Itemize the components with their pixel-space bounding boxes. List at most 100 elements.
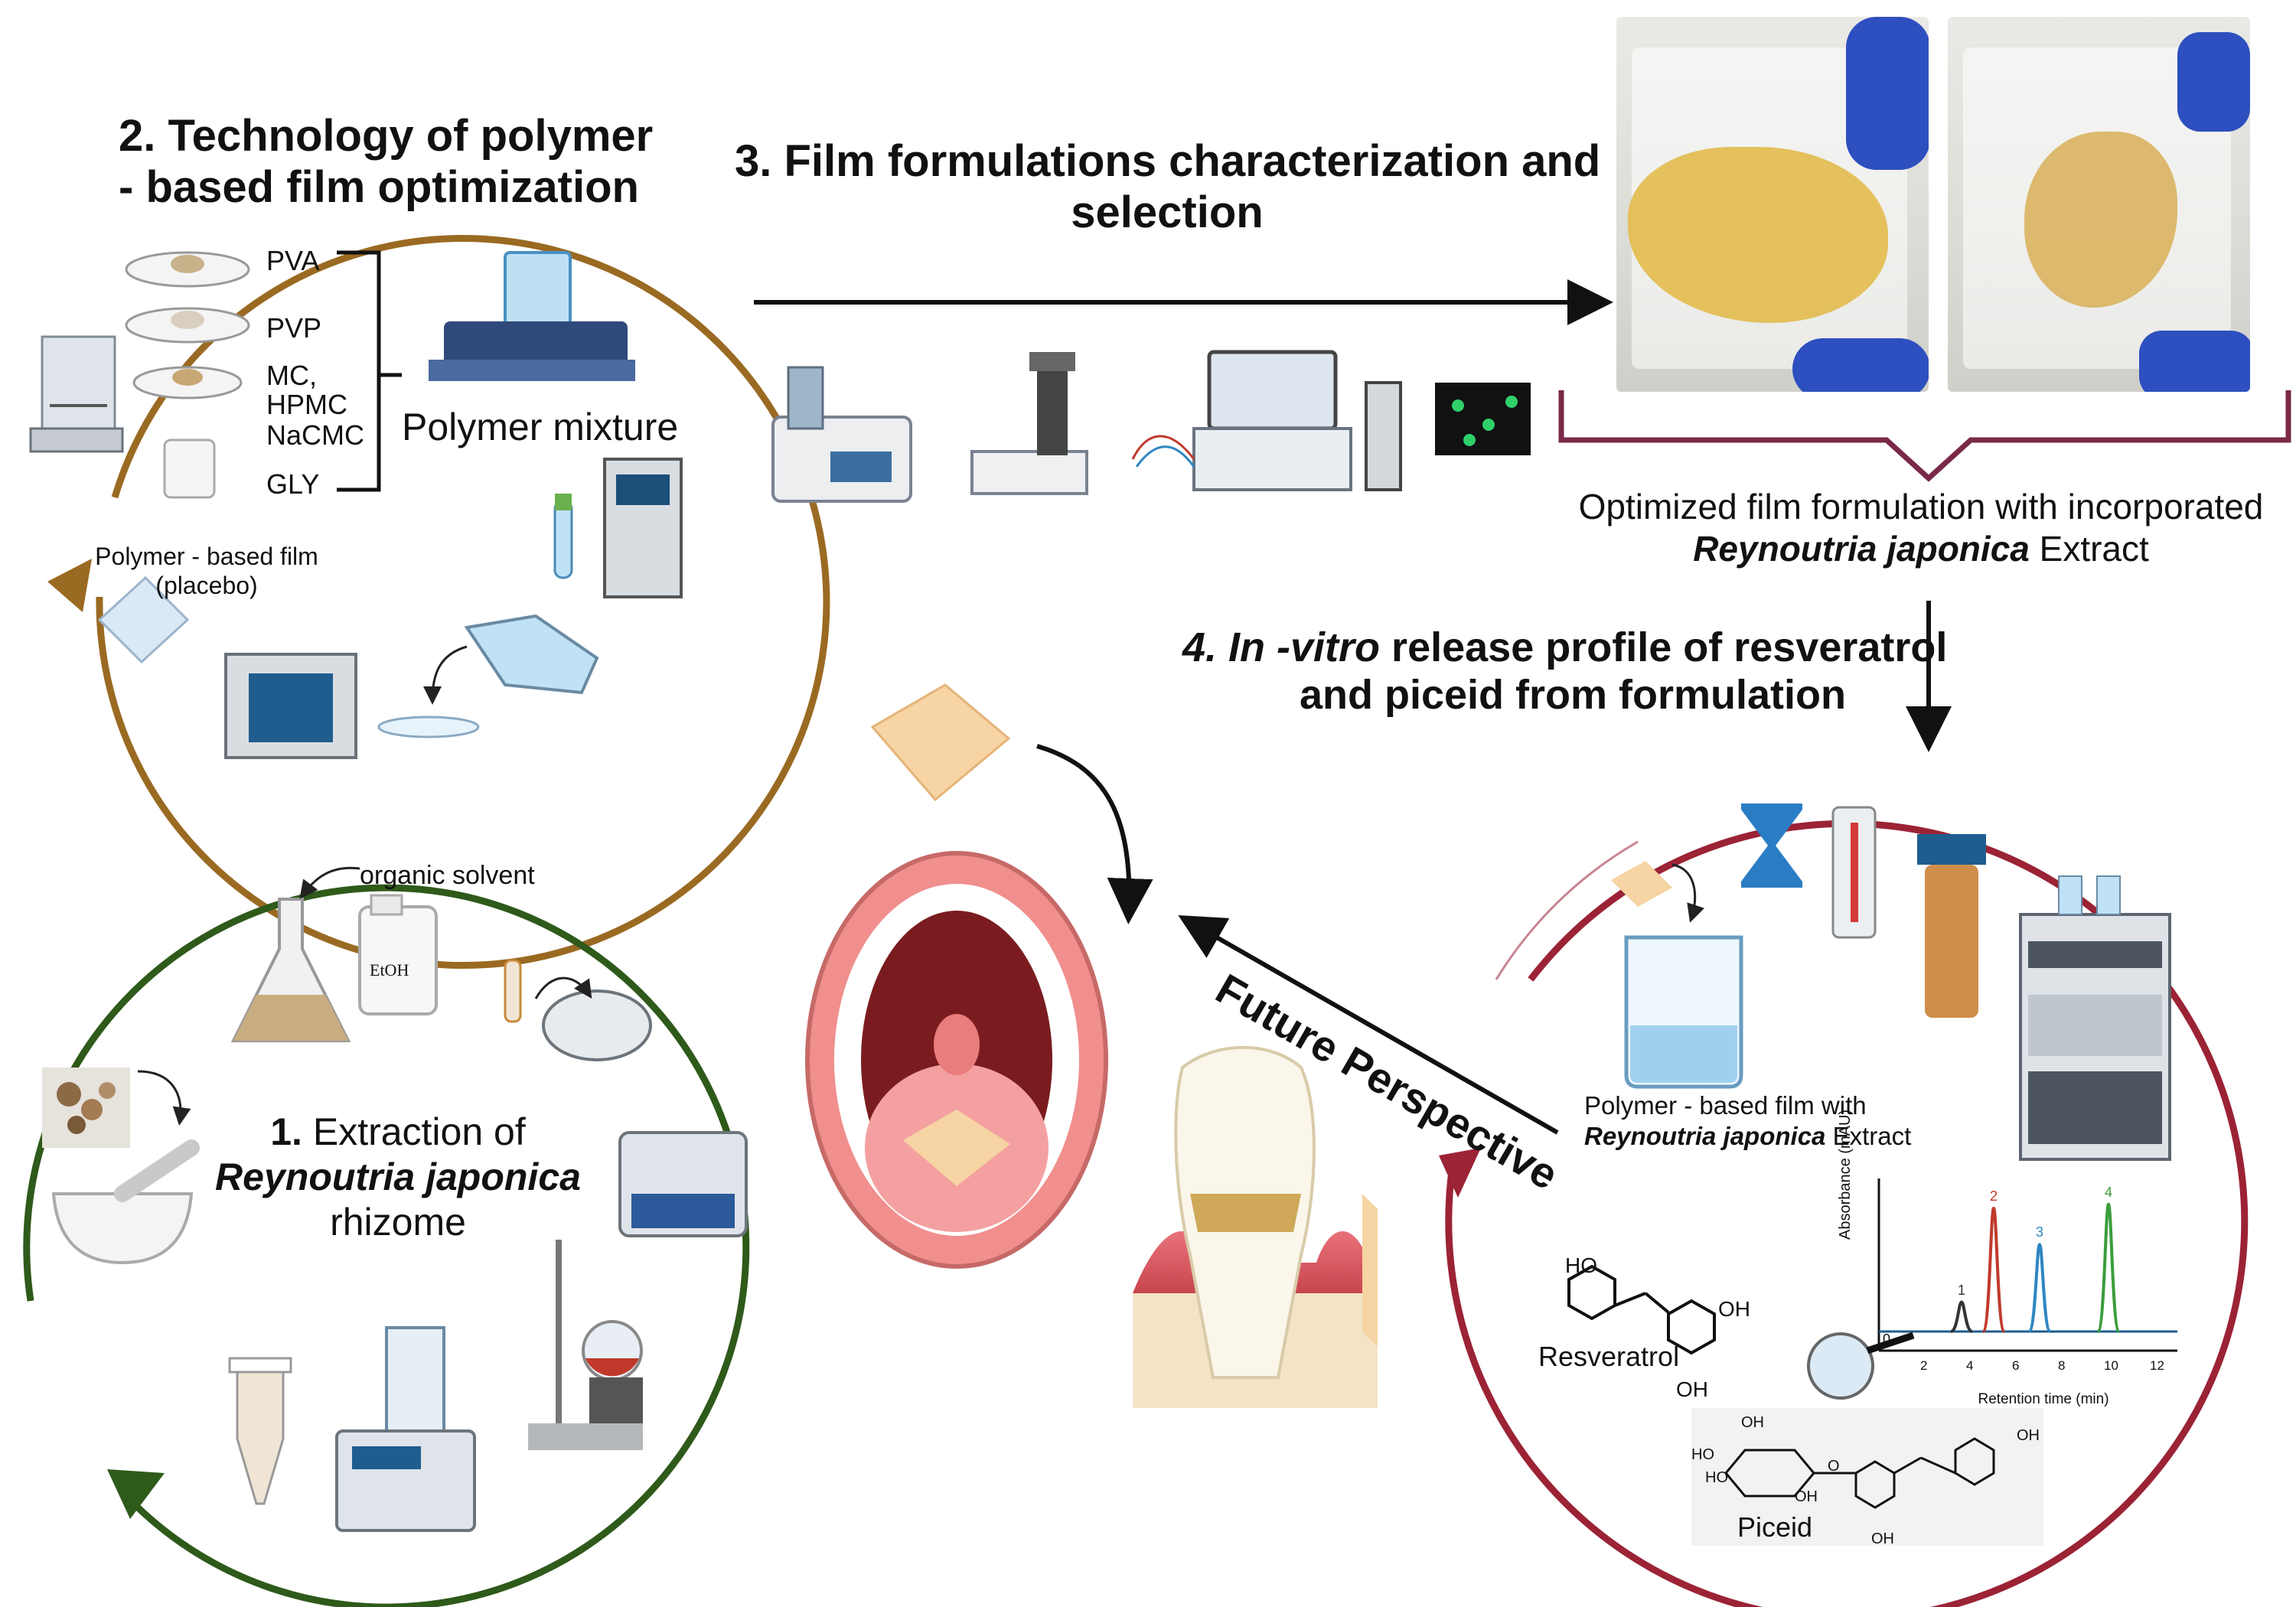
chromatogram-peak-label: 1 — [1958, 1282, 1966, 1298]
chromatogram-peak — [1981, 1206, 2006, 1333]
step2-arrowhead — [47, 559, 92, 612]
chromatogram-xtick: 6 — [2012, 1358, 2020, 1373]
rotary-evaporator-icon — [528, 1240, 643, 1450]
mouth-illustration — [805, 851, 1108, 1269]
chromatogram-xtick: 10 — [2104, 1358, 2118, 1373]
polymer-hpmc: HPMC — [266, 389, 347, 420]
step4-film-label-line1: Polymer - based film with — [1584, 1091, 1867, 1120]
step3-title-line2: selection — [1071, 187, 1264, 237]
step2-title: 2. Technology of polymer - based film op… — [119, 111, 654, 213]
polymer-mc: MC, — [266, 360, 317, 391]
arrow-future — [1178, 915, 1559, 1135]
optimized-film-label-line1: Optimized film formulation with incorpor… — [1578, 487, 2264, 526]
balance-icon — [29, 335, 124, 453]
film-photo-right — [1948, 17, 2250, 392]
piceid-ho-lower-label: HO — [1705, 1469, 1728, 1486]
chromatogram-xtick: 12 — [2150, 1358, 2164, 1373]
tooth-illustration — [1133, 1045, 1378, 1408]
photo-bracket — [1558, 390, 2291, 482]
step1-title-species: Reynoutria japonica — [215, 1156, 581, 1198]
step1-title-line1: 1. Extraction of — [184, 1110, 612, 1155]
chromatogram-xtick: 4 — [1966, 1358, 1974, 1373]
chromatogram-peak-label: 2 — [1990, 1188, 1998, 1204]
piceid-oh-mid-label: OH — [1795, 1488, 1818, 1505]
film-patch — [870, 683, 1011, 802]
optimized-film-species: Reynoutria japonica — [1693, 529, 2030, 569]
chromatogram-peak-label: 4 — [2105, 1184, 2113, 1200]
polymer-pvp: PVP — [266, 312, 322, 344]
step2-cycle — [47, 235, 830, 969]
placebo-film-label: Polymer - based film (placebo) — [92, 542, 321, 601]
optimized-film-label-line2: Reynoutria japonica Extract — [1546, 528, 2296, 570]
computer-icon — [1131, 350, 1352, 491]
vial-icon — [1917, 834, 1986, 1018]
piceid-oh-top-label: OH — [1741, 1414, 1764, 1431]
step4-film-suffix: Extract — [1825, 1121, 1912, 1150]
polymer-gly: GLY — [266, 468, 320, 500]
piceid-label: Piceid — [1737, 1511, 1813, 1543]
resveratrol-oh-top-label: OH — [1718, 1297, 1750, 1321]
microscope-icon — [1365, 381, 1531, 491]
film-photo-left — [1616, 17, 1929, 392]
hourglass-icon — [1741, 804, 1802, 888]
step4-title: 4. In -vitro release profile of resverat… — [1182, 624, 1947, 719]
resveratrol-structure — [1567, 1264, 1915, 1400]
step3-title-line1: 3. Film formulations characterization an… — [735, 136, 1601, 186]
optimized-film-label: Optimized film formulation with incorpor… — [1546, 486, 2296, 570]
rhizome-photo — [42, 1068, 191, 1148]
step2-title-line2: - based film optimization — [119, 161, 639, 212]
tensile-tester-icon — [970, 352, 1088, 495]
magnetic-stirrer-icon — [429, 251, 635, 381]
placebo-film-label-line1: Polymer - based film — [95, 543, 318, 570]
polymer-pva: PVA — [266, 245, 320, 276]
erlenmeyer-flask-icon — [230, 866, 360, 1042]
chromatogram-peak — [2027, 1243, 2052, 1333]
polymer-mixture-label: Polymer mixture — [402, 406, 679, 448]
piceid-oh-right-label: OH — [2017, 1427, 2040, 1444]
texture-analyzer-icon — [771, 366, 912, 503]
etoh-bottle-label: EtOH — [370, 960, 409, 980]
chromatogram — [1877, 1178, 2177, 1352]
centrifuge-icon — [504, 959, 652, 1061]
chromatogram-xlabel: Retention time (min) — [1978, 1391, 2109, 1407]
step4-title-invitro: In -vitro — [1228, 624, 1381, 670]
freezer-icon — [553, 458, 683, 598]
step3-title: 3. Film formulations characterization an… — [735, 136, 1600, 238]
flask-pour-icon — [377, 614, 599, 738]
resveratrol-oh-bottom-label: OH — [1676, 1377, 1708, 1401]
polymer-brace — [337, 250, 402, 492]
step1-title-number: 1. — [270, 1110, 302, 1153]
step1-title-rhizome: rhizome — [330, 1201, 466, 1244]
chromatogram-xtick: 2 — [1920, 1358, 1928, 1373]
placebo-film — [97, 575, 190, 664]
chromatogram-peak — [1950, 1300, 1973, 1333]
chromatogram-peak-label: 3 — [2036, 1224, 2044, 1240]
chromatogram-xtick: 8 — [2058, 1358, 2066, 1373]
optimized-film-suffix: Extract — [2029, 529, 2149, 569]
step4-film-species: Reynoutria japonica — [1584, 1121, 1826, 1150]
arrow-film-to-mouth — [1036, 744, 1153, 924]
chromatogram-ylabel: Absorbance (mAU) — [1837, 1109, 1854, 1240]
polymer-nacmc: NaCMC — [266, 419, 365, 451]
step1-title-rest: Extraction of — [302, 1110, 526, 1153]
step4-title-line1: 4. In -vitro release profile of resverat… — [1182, 624, 1947, 671]
mortar-pestle-icon — [51, 1139, 200, 1265]
piceid-structure — [1691, 1408, 2043, 1546]
step1-title: 1. Extraction of Reynoutria japonica rhi… — [184, 1110, 612, 1245]
piceid-o-label: O — [1828, 1458, 1840, 1475]
placebo-film-label-line2: (placebo) — [155, 572, 258, 600]
step4-title-number: 4. — [1182, 624, 1229, 670]
resveratrol-label: Resveratrol — [1538, 1341, 1680, 1372]
freeze-dryer-icon — [335, 1326, 476, 1532]
ultrasonic-bath-icon — [618, 1131, 748, 1237]
beaker-icon — [1611, 861, 1743, 1089]
step1-arrowhead — [107, 1469, 165, 1519]
step2-title-line1: 2. Technology of polymer — [119, 111, 654, 161]
organic-solvent-label: organic solvent — [360, 861, 535, 890]
resveratrol-ho-label: HO — [1565, 1253, 1597, 1277]
oven-icon — [224, 653, 357, 759]
hplc-instrument-icon — [2019, 875, 2171, 1161]
step4-title-line2: and piceid from formulation — [1299, 672, 1847, 719]
